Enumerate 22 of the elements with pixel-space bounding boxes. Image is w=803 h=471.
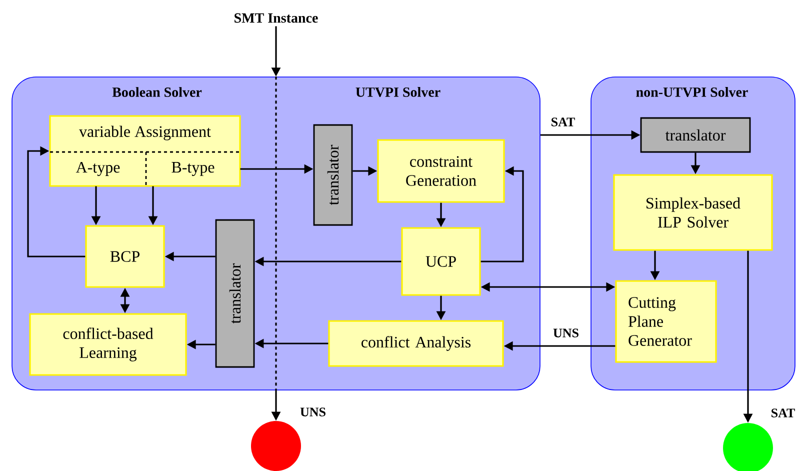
- panel-heading: Boolean Solver: [112, 87, 202, 97]
- type-cell: A-type: [76, 162, 120, 176]
- panel-heading: non-UTVPI Solver: [636, 87, 748, 97]
- type-cell: B-type: [145, 152, 214, 186]
- translator-box: translator: [215, 219, 255, 368]
- process-box: UCP: [401, 227, 481, 296]
- process-box: constraint Generation: [377, 139, 505, 203]
- result-circle: [251, 421, 301, 471]
- edge-label: SAT: [550, 116, 576, 128]
- process-box: conflict-based Learning: [29, 313, 187, 376]
- process-box: Cutting Plane Generator: [615, 280, 717, 363]
- translator-box: translator: [640, 117, 751, 153]
- edge-label: UNS: [552, 328, 580, 338]
- arrow: [27, 146, 86, 258]
- process-box: Simplex-based ILP Solver: [613, 174, 773, 251]
- edge-label: SAT: [770, 408, 796, 418]
- input-label: SMT Instance: [234, 13, 318, 23]
- edge-label: UNS: [299, 406, 327, 418]
- panel-heading: UTVPI Solver: [356, 87, 440, 97]
- process-box: conflict Analysis: [328, 320, 504, 367]
- process-box: BCP: [85, 225, 165, 288]
- translator-box: translator: [313, 124, 353, 226]
